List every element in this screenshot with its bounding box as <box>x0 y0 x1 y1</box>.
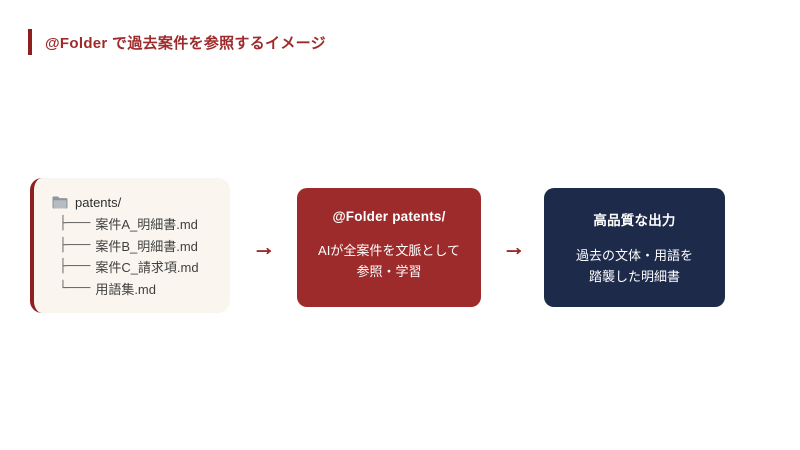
tree-branch-glyph: └─── <box>59 280 91 296</box>
page-title: @Folder で過去案件を参照するイメージ <box>45 34 326 52</box>
process-body-line: 参照・学習 <box>356 264 422 279</box>
tree-row: └─── 用語集.md <box>52 278 230 300</box>
file-name: 案件A_明細書.md <box>95 217 198 233</box>
tree-row: ├─── 案件B_明細書.md <box>52 235 230 257</box>
process-body-line: AIが全案件を文脈として <box>318 243 460 258</box>
folder-box: patents/ ├─── 案件A_明細書.md ├─── 案件B_明細書.md… <box>30 178 230 313</box>
process-body: AIが全案件を文脈として 参照・学習 <box>297 240 481 282</box>
process-box: @Folder patents/ AIが全案件を文脈として 参照・学習 <box>297 188 481 307</box>
file-name: 案件B_明細書.md <box>95 238 198 254</box>
tree-branch-glyph: ├─── <box>59 216 91 232</box>
right-arrow-icon: → <box>502 234 526 261</box>
title-accent-bar <box>28 29 32 55</box>
tree-branch-glyph: ├─── <box>59 259 91 275</box>
tree-row: ├─── 案件A_明細書.md <box>52 213 230 235</box>
output-box: 高品質な出力 過去の文体・用語を 踏襲した明細書 <box>544 188 725 307</box>
output-heading: 高品質な出力 <box>593 213 676 228</box>
folder-row: patents/ <box>52 191 230 213</box>
folder-icon <box>52 196 68 209</box>
file-name: 案件C_請求項.md <box>95 260 199 276</box>
right-arrow-icon: → <box>252 234 276 261</box>
file-name: 用語集.md <box>95 281 156 297</box>
output-body-line: 踏襲した明細書 <box>588 269 680 284</box>
folder-name: patents/ <box>75 194 122 210</box>
title-block: @Folder で過去案件を参照するイメージ <box>28 29 326 55</box>
process-heading: @Folder patents/ <box>332 209 446 224</box>
tree-branch-glyph: ├─── <box>59 237 91 253</box>
tree-row: ├─── 案件C_請求項.md <box>52 256 230 278</box>
output-body-line: 過去の文体・用語を <box>575 248 693 263</box>
output-body: 過去の文体・用語を 踏襲した明細書 <box>544 245 725 287</box>
